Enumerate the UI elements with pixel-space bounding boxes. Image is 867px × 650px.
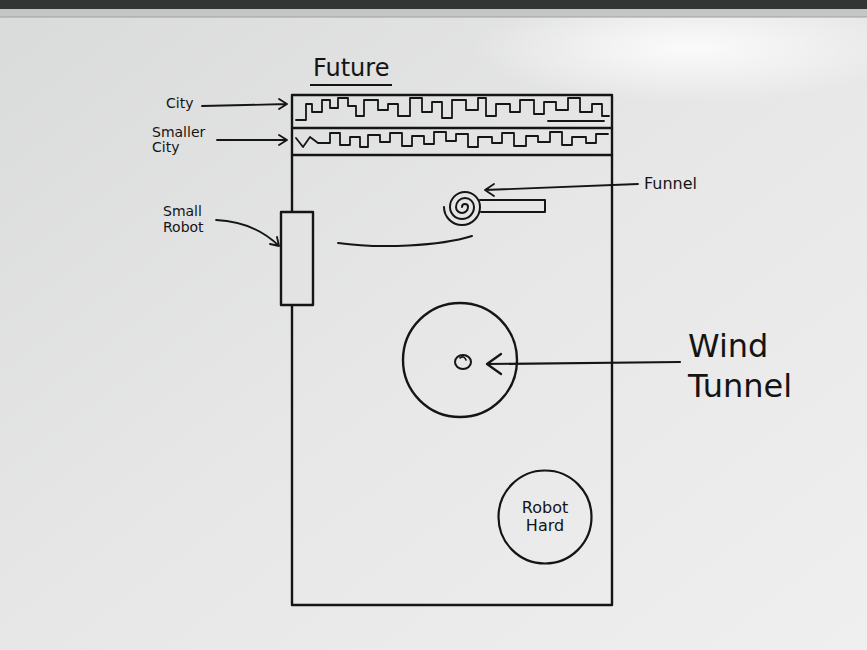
sweep-arc (338, 236, 472, 246)
callout-label: Funnel (644, 175, 724, 193)
board-top-shadow (0, 0, 867, 9)
band-divider (292, 127, 612, 129)
callout-label: Smaller City (152, 125, 214, 156)
small-robot-shape (281, 212, 313, 305)
circle-node: Robot Hard (497, 469, 593, 565)
funnel-spiral (444, 192, 480, 225)
leader-arrow (487, 354, 680, 374)
callout-label: Small Robot (163, 203, 213, 235)
circle-outline (499, 471, 592, 564)
leader-arrow (217, 135, 287, 145)
leader-arrow (485, 184, 638, 196)
leader-arrow (202, 99, 287, 109)
skyline-stroke (548, 120, 604, 122)
city-skyline (296, 98, 609, 120)
callout-label: Wind Tunnel (688, 326, 838, 406)
node-label: Robot Hard (514, 499, 576, 536)
title-heading: Future (310, 55, 392, 86)
funnel-tube (480, 200, 545, 212)
smaller-city-skyline (296, 132, 608, 147)
leader-arrow (216, 220, 279, 246)
core-curl (460, 357, 466, 360)
wind-tunnel-circle (403, 303, 517, 417)
board-outline (292, 95, 612, 605)
callout-label: City (166, 96, 206, 111)
wind-tunnel-core (455, 355, 471, 369)
band-divider (292, 154, 612, 156)
board-frame (0, 9, 867, 17)
frame-edge (0, 17, 867, 18)
